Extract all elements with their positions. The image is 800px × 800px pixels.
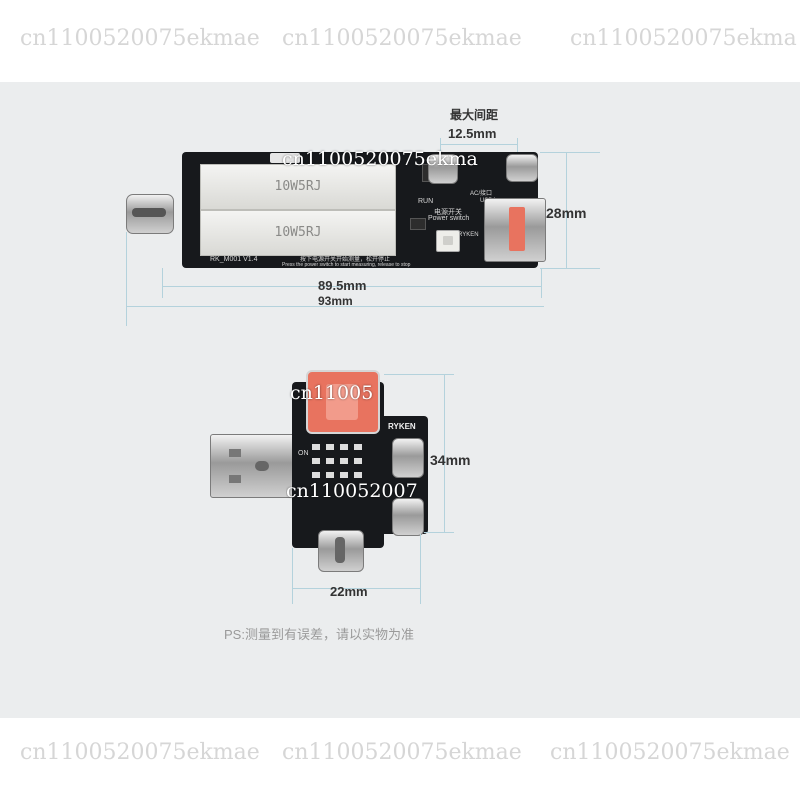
- switch-label-cn: 电源开关: [434, 209, 462, 216]
- usb-c-port-top-right-1: [428, 154, 458, 184]
- bottom-height-value: 34mm: [430, 452, 471, 468]
- bottom-height-tick-top: [384, 374, 454, 375]
- height-tick-top: [540, 152, 600, 153]
- watermark-overlay: cn110052007: [286, 480, 418, 502]
- watermark-text: cn1100520075ekma: [570, 26, 797, 51]
- bottom-height-line: [444, 374, 445, 532]
- power-switch-cap: [443, 236, 453, 245]
- resistor-1-label: 10W5RJ: [274, 179, 322, 194]
- total-length-line: [126, 306, 544, 307]
- watermark-text: cn1100520075ekmae: [282, 26, 522, 51]
- component-grid: [312, 444, 376, 486]
- bottom-width-value: 22mm: [330, 584, 368, 599]
- length-tick-left: [162, 268, 163, 298]
- max-gap-value: 12.5mm: [448, 126, 497, 141]
- height-dimension-line: [566, 152, 567, 268]
- total-length-value: 93mm: [318, 294, 353, 308]
- instruction-en: Press the power switch to start measurin…: [282, 262, 411, 268]
- max-gap-title: 最大间距: [450, 108, 499, 122]
- usb-a-plug-slot: [255, 461, 269, 471]
- brand-label-bottom: RYKEN: [388, 422, 416, 431]
- length-tick-right: [541, 268, 542, 298]
- watermark-text: cn1100520075ekmae: [20, 740, 260, 765]
- ac-label: AC/接口: [470, 191, 493, 197]
- usb-c-plug-slot: [132, 208, 166, 217]
- usb-c-port-top-right-2: [506, 154, 538, 182]
- bottom-width-line: [292, 588, 420, 589]
- height-tick-bottom: [540, 268, 600, 269]
- length-dimension-line: [162, 286, 542, 287]
- total-tick-left: [126, 232, 127, 326]
- power-resistor-1: 10W5RJ: [200, 164, 396, 210]
- power-switch-button[interactable]: [436, 230, 460, 252]
- on-label: ON: [298, 450, 309, 457]
- usb-a-tongue: [509, 207, 525, 251]
- height-value: 28mm: [546, 205, 587, 221]
- load-tester-pcb: 10W5RJ 10W5RJ RK_M001 V1.4 按下电源开关开始测量，松开…: [182, 152, 538, 268]
- watermark-row-bottom: cn1100520075ekmae cn1100520075ekmae cn11…: [0, 720, 800, 800]
- run-label: RUN: [418, 198, 434, 205]
- switch-label-en: Power switch: [428, 215, 470, 222]
- resistor-2-label: 10W5RJ: [274, 225, 322, 240]
- instruction-cn: 按下电源开关开始测量，松开停止: [300, 257, 391, 263]
- watermark-text: cn1100520075ekmae: [20, 26, 260, 51]
- measurement-note: PS:测量到有误差，请以实物为准: [224, 627, 414, 642]
- usb-c-port-top: [306, 370, 380, 434]
- watermark-row-top: cn1100520075ekmae cn1100520075ekmae cn11…: [0, 0, 800, 80]
- watermark-text: cn1100520075ekmae: [550, 740, 790, 765]
- watermark-overlay: cn1100520075ekma: [282, 148, 478, 170]
- usb-c-port-top-cavity: [326, 384, 358, 420]
- brand-tag: [270, 153, 300, 163]
- usb-a-plug: [210, 434, 298, 498]
- usb-a-plug-window: [229, 449, 241, 457]
- brand-label: RYKEN: [458, 232, 479, 238]
- bottom-height-tick-bottom: [424, 532, 454, 533]
- model-label: RK_M001 V1.4: [210, 256, 258, 263]
- usb-a-plug-window: [229, 475, 241, 483]
- bottom-width-tick-left: [292, 548, 293, 604]
- bottom-width-tick-right: [420, 534, 421, 604]
- power-resistor-2: 10W5RJ: [200, 210, 396, 256]
- product-dimension-panel: 最大间距 12.5mm 10W5RJ 10W5RJ RK_M001 V1.4 按…: [0, 82, 800, 718]
- watermark-text: cn1100520075ekmae: [282, 740, 522, 765]
- chip-component: [410, 218, 426, 230]
- length-value: 89.5mm: [318, 278, 367, 293]
- usb-c-plug-bottom-slot: [335, 537, 345, 563]
- usb-c-plug-bottom: [318, 530, 364, 572]
- watermark-overlay: cn11005: [290, 382, 374, 404]
- usb-c-port-right-1: [392, 438, 424, 478]
- usb-a-port: [484, 198, 546, 262]
- usb-c-port-right-2: [392, 498, 424, 536]
- gap-dimension-line: [440, 144, 518, 145]
